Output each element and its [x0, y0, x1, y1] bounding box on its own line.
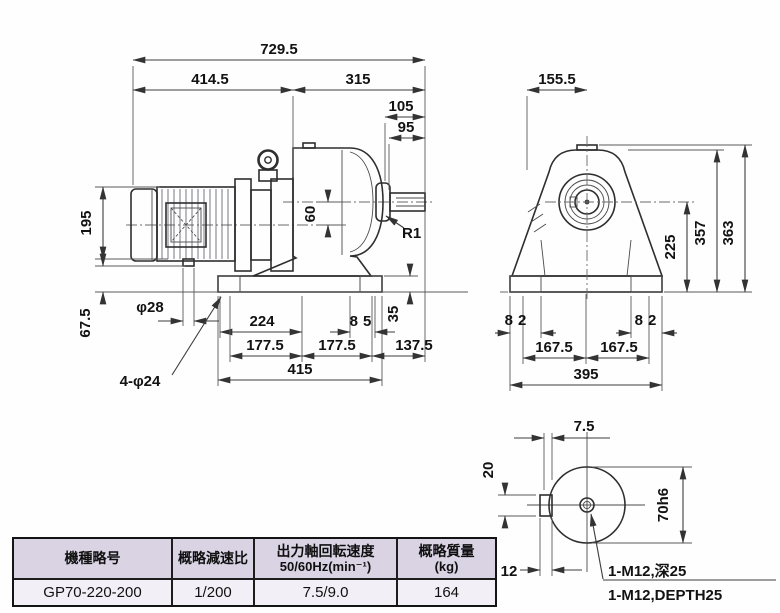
gear-case	[252, 147, 384, 277]
dim-top-offset: 155.5	[538, 71, 576, 88]
dim-pad-right: 82	[635, 312, 662, 329]
dim-base-width: 395	[573, 366, 598, 383]
dim-foot-inner: 224	[249, 313, 275, 330]
dim-base-length: 415	[287, 361, 312, 378]
shaft-end-circle	[548, 466, 626, 544]
dim-key-offset: 12	[501, 563, 518, 580]
detail-dimensions: 7.5 20 12 70h6 1-M12,深25 1-M12,DEPTH25	[480, 418, 776, 604]
dim-motor-section: 414.5	[191, 71, 229, 88]
spec-header-mass: 概略質量 (kg)	[398, 539, 495, 580]
eyebolt-icon	[257, 149, 279, 171]
front-foot-pad-left	[217, 275, 241, 293]
shaft-detail-view: 7.5 20 12 70h6 1-M12,深25 1-M12,DEPTH25	[480, 418, 776, 604]
dim-motor-height: 195	[78, 210, 95, 235]
spec-table: 機種略号 概略減速比 出力軸回転速度 50/60Hz(min⁻¹) 概略質量 (…	[12, 537, 497, 607]
brake-hub	[182, 258, 195, 267]
spec-value-model: GP70-220-200	[14, 580, 173, 605]
dim-base-thickness: 35	[385, 306, 402, 323]
side-base-plate	[509, 275, 663, 293]
dim-pitch-b: 177.5	[318, 337, 356, 354]
motor-cooling-fins	[161, 189, 229, 259]
note-base-holes: 4-φ24	[120, 373, 161, 390]
spec-header-model: 機種略号	[14, 539, 173, 580]
spec-header-ratio: 概略減速比	[173, 539, 255, 580]
dim-motor-to-base: 67.5	[77, 308, 94, 337]
spec-value-mass: 164	[433, 584, 460, 601]
terminal-box-cover	[170, 207, 202, 243]
side-dimensions: 155.5 225 357 363 82 82 167.5 167.5 395	[495, 71, 749, 389]
dim-pitch-right: 167.5	[600, 339, 638, 356]
dim-axis-offset: 60	[302, 206, 319, 223]
dim-pad-left: 82	[505, 312, 532, 329]
dim-shaft-length: 95	[398, 119, 415, 136]
dim-hub-diameter: φ28	[136, 299, 163, 316]
front-foot-pad-right	[359, 275, 383, 293]
key	[539, 494, 553, 517]
front-view: 729.5 414.5 315 105 95 60 R1 195 67.5 φ2…	[77, 41, 468, 390]
output-shaft	[389, 192, 426, 212]
side-foot-pad-left	[509, 275, 542, 293]
spec-header-speed: 出力軸回転速度 50/60Hz(min⁻¹)	[255, 539, 398, 580]
dim-body-height: 357	[692, 220, 709, 245]
cast-marks	[527, 203, 547, 233]
dim-key-protrusion: 7.5	[574, 418, 595, 435]
note-tap-en: 1-M12,DEPTH25	[608, 587, 722, 604]
terminal-box	[165, 202, 207, 248]
dim-key-width: 20	[480, 462, 497, 479]
dim-fillet-radius: R1	[402, 225, 421, 242]
front-base-plate	[217, 275, 383, 293]
dim-foot-pad: 85	[350, 313, 377, 330]
dim-shaft-center-height: 225	[662, 234, 679, 259]
dim-pitch-left: 167.5	[535, 339, 573, 356]
note-tap-jp: 1-M12,深25	[608, 562, 686, 580]
motor-body	[156, 186, 236, 262]
dim-overall-length: 729.5	[260, 41, 298, 58]
front-dimensions: 729.5 414.5 315 105 95 60 R1 195 67.5 φ2…	[77, 41, 433, 390]
dim-overhang: 137.5	[395, 337, 433, 354]
dim-pitch-a: 177.5	[246, 337, 284, 354]
dim-overall-height: 363	[720, 220, 737, 245]
side-foot-pad-right	[630, 275, 663, 293]
case-top-lug	[302, 142, 316, 149]
spec-value-speed: 7.5/9.0	[255, 580, 398, 605]
dim-shaft-section: 105	[388, 98, 413, 115]
dim-shaft-diameter: 70h6	[655, 488, 672, 522]
tapped-hole	[579, 497, 595, 513]
spec-value-ratio: 1/200	[173, 580, 255, 605]
side-view: 155.5 225 357 363 82 82 167.5 167.5 395	[495, 71, 752, 391]
dim-gear-section: 315	[345, 71, 370, 88]
side-body	[510, 149, 664, 277]
